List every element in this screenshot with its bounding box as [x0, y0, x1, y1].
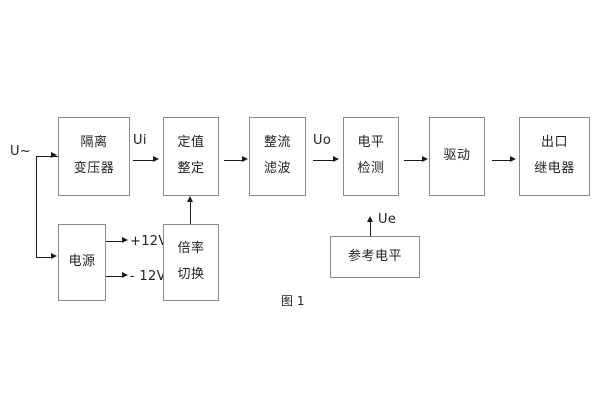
block-driver-line1: 驱动	[443, 148, 471, 164]
block-reference-level[interactable]: 参考电平	[330, 236, 420, 278]
figure-caption: 图 1	[281, 294, 305, 308]
block-isolation-transformer-line1: 隔离	[80, 135, 108, 151]
connector-reference-to-level	[370, 222, 371, 236]
signal-label-ue: Ue	[378, 212, 397, 227]
block-output-relay-line2: 继电器	[534, 161, 575, 176]
block-setting-value-line1: 定值	[177, 135, 205, 151]
connector-isolation-to-setting	[133, 160, 155, 161]
arrowhead-to-rectify-filter	[242, 156, 248, 163]
block-level-detection[interactable]: 电平 检测	[343, 117, 399, 196]
arrowhead-rail-negative	[122, 272, 128, 279]
block-multiplier-switch[interactable]: 倍率 切换	[163, 224, 219, 301]
arrowhead-to-level-detection	[333, 156, 339, 163]
signal-label-rail-positive: +12V	[130, 234, 168, 249]
block-isolation-transformer[interactable]: 隔离 变压器	[58, 117, 130, 196]
signal-label-input-source: U~	[10, 144, 32, 159]
block-level-detection-line2: 检测	[357, 161, 385, 176]
arrowhead-to-output-relay	[510, 156, 516, 163]
signal-label-ui: Ui	[133, 133, 147, 148]
block-rectify-filter[interactable]: 整流 滤波	[249, 117, 306, 196]
signal-label-rail-negative: - 12V	[130, 269, 166, 284]
block-output-relay-line1: 出口	[540, 135, 568, 151]
signal-label-uo: Uo	[313, 133, 332, 148]
arrowhead-to-driver	[422, 156, 428, 163]
block-setting-value[interactable]: 定值 整定	[163, 117, 219, 196]
connector-power-rail-positive	[106, 241, 124, 242]
block-power-supply[interactable]: 电源	[58, 224, 106, 301]
connector-rectify-to-level	[313, 160, 335, 161]
connector-level-to-driver	[404, 160, 424, 161]
block-rectify-filter-line1: 整流	[263, 135, 291, 151]
arrowhead-up-to-setting-value	[187, 196, 193, 202]
block-output-relay[interactable]: 出口 继电器	[519, 117, 590, 196]
block-rectify-filter-line2: 滤波	[263, 161, 291, 176]
arrowhead-to-isolation-transformer	[51, 152, 57, 159]
block-reference-level-line1: 参考电平	[347, 248, 402, 264]
block-power-supply-line1: 电源	[68, 254, 96, 270]
connector-multiplier-to-setting	[190, 202, 191, 224]
connector-bus-to-isolation	[36, 156, 53, 157]
arrowhead-up-to-level-detection	[367, 216, 373, 222]
block-setting-value-line2: 整定	[177, 161, 205, 176]
connector-power-rail-negative	[106, 276, 124, 277]
block-driver[interactable]: 驱动	[429, 117, 485, 196]
connector-source-bus-vertical	[36, 156, 37, 257]
block-level-detection-line1: 电平	[357, 135, 385, 151]
connector-driver-to-output-relay	[492, 160, 512, 161]
arrowhead-to-setting-value	[153, 156, 159, 163]
connector-setting-to-rectify	[224, 160, 244, 161]
connector-bus-to-power-supply	[36, 257, 53, 258]
arrowhead-rail-positive	[122, 237, 128, 244]
block-multiplier-switch-line2: 切换	[177, 267, 205, 282]
block-multiplier-switch-line1: 倍率	[177, 241, 205, 257]
arrowhead-to-power-supply	[51, 253, 57, 260]
block-isolation-transformer-line2: 变压器	[73, 161, 115, 176]
